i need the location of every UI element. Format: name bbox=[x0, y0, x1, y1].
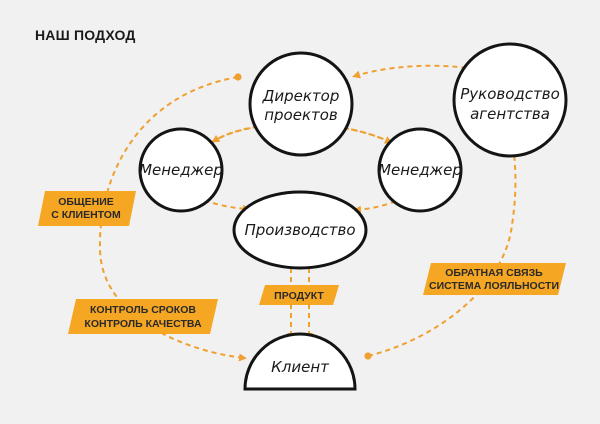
node-client bbox=[243, 332, 357, 391]
dot-client bbox=[364, 352, 372, 360]
agency-label-line2: агентства bbox=[470, 105, 550, 123]
tag-product-label: ПРОДУКТ bbox=[274, 290, 324, 302]
tag-product bbox=[259, 285, 339, 305]
node-agency bbox=[452, 42, 568, 158]
arrow-agency-to-director bbox=[352, 64, 511, 79]
tag-control-line1: КОНТРОЛЬ СРОКОВ bbox=[90, 304, 196, 316]
arrow-director-to-client-loop bbox=[98, 76, 247, 362]
tag-feedback bbox=[423, 263, 566, 295]
tag-feedback-line2: СИСТЕМА ЛОЯЛЬНОСТИ bbox=[429, 280, 559, 292]
tag-client-communication-line2: С КЛИЕНТОМ bbox=[51, 209, 121, 221]
arrow-client-to-agency-loop bbox=[367, 135, 517, 357]
arrows bbox=[98, 64, 517, 362]
tag-feedback-line1: ОБРАТНАЯ СВЯЗЬ bbox=[445, 267, 543, 279]
tag-control-line2: КОНТРОЛЬ КАЧЕСТВА bbox=[84, 318, 202, 330]
tag-control bbox=[68, 299, 218, 334]
manager-left-label: Менеджер bbox=[139, 161, 223, 179]
tag-client-communication bbox=[38, 191, 136, 226]
node-manager-left bbox=[138, 127, 224, 213]
node-manager-right bbox=[377, 127, 463, 213]
agency-label-line1: Руководство bbox=[460, 85, 560, 103]
node-director bbox=[248, 51, 354, 157]
director-label-line2: проектов bbox=[264, 106, 338, 124]
director-label-line1: Директор bbox=[262, 87, 340, 105]
arrow-manager-right-to-manager-left bbox=[211, 122, 391, 143]
production-label: Производство bbox=[244, 221, 355, 239]
tag-client-communication-line1: ОБЩЕНИЕ bbox=[58, 196, 114, 208]
dot-director-left bbox=[234, 73, 242, 81]
node-production bbox=[232, 190, 368, 270]
client-label: Клиент bbox=[271, 358, 330, 376]
manager-right-label: Менеджер bbox=[378, 161, 462, 179]
page-title: НАШ ПОДХОД bbox=[35, 27, 136, 43]
